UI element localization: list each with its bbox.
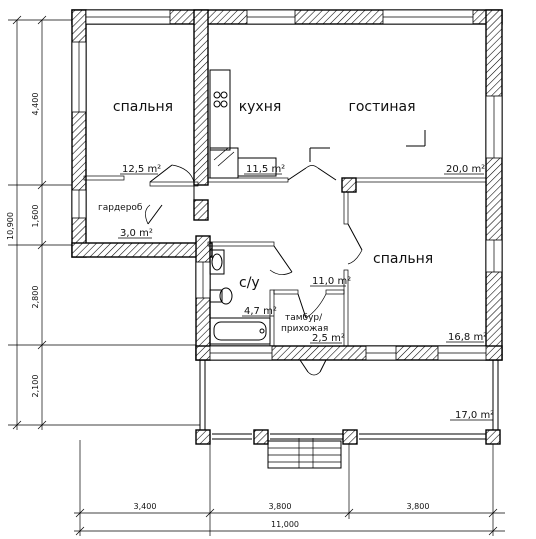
dim-horizontal-3: 3,800 [407,502,430,511]
area-living-room: 20,0 m² [446,164,485,175]
area-corridor: 11,0 m² [312,276,351,287]
terrace: 17,0 m² [195,357,501,469]
dim-vertical-2: 1,600 [31,205,40,228]
dim-vertical-3: 2,800 [31,286,40,309]
dim-horizontal-1: 3,400 [134,502,157,511]
left-dimension-chain: 4,400 1,600 2,800 2,100 10,900 [6,15,200,430]
label-vestibule-1: тамбур/ [285,313,323,323]
dim-horizontal-2: 3,800 [269,502,292,511]
label-bathroom: с/у [239,275,260,291]
area-terrace: 17,0 m² [455,410,494,421]
dim-horizontal-total: 11,000 [271,520,299,529]
area-kitchen: 11,5 m² [246,164,285,175]
doors [145,164,363,376]
dim-vertical-1: 4,400 [31,93,40,116]
label-bedroom-1: спальня [113,99,173,115]
label-vestibule-2: прихожая [281,324,328,334]
area-vestibule: 2,5 m² [312,333,345,344]
label-kitchen: кухня [239,99,282,115]
kitchen-fixtures [209,69,277,179]
dim-vertical-4: 2,100 [31,375,40,398]
area-bedroom-1: 12,5 m² [122,164,161,175]
interior-walls [83,9,487,347]
area-bedroom-2: 16,8 m² [448,332,487,343]
windows [71,9,503,361]
label-wardrobe: гардероб [98,203,143,213]
area-wardrobe: 3,0 m² [120,228,153,239]
bottom-dimension-chain: 3,400 3,800 3,800 11,000 [74,440,505,536]
area-bathroom: 4,7 m² [244,306,277,317]
label-living-room: гостиная [348,99,415,115]
bathroom-fixtures [209,249,271,345]
exterior-walls [71,9,503,361]
dim-vertical-total: 10,900 [6,212,15,240]
room-labels: спальня кухня гостиная гардероб с/у спал… [98,99,433,334]
area-labels: 12,5 m² 11,5 m² 20,0 m² 3,0 m² 4,7 m² 11… [118,164,487,344]
living-furniture [309,130,426,162]
label-bedroom-2: спальня [373,251,433,267]
